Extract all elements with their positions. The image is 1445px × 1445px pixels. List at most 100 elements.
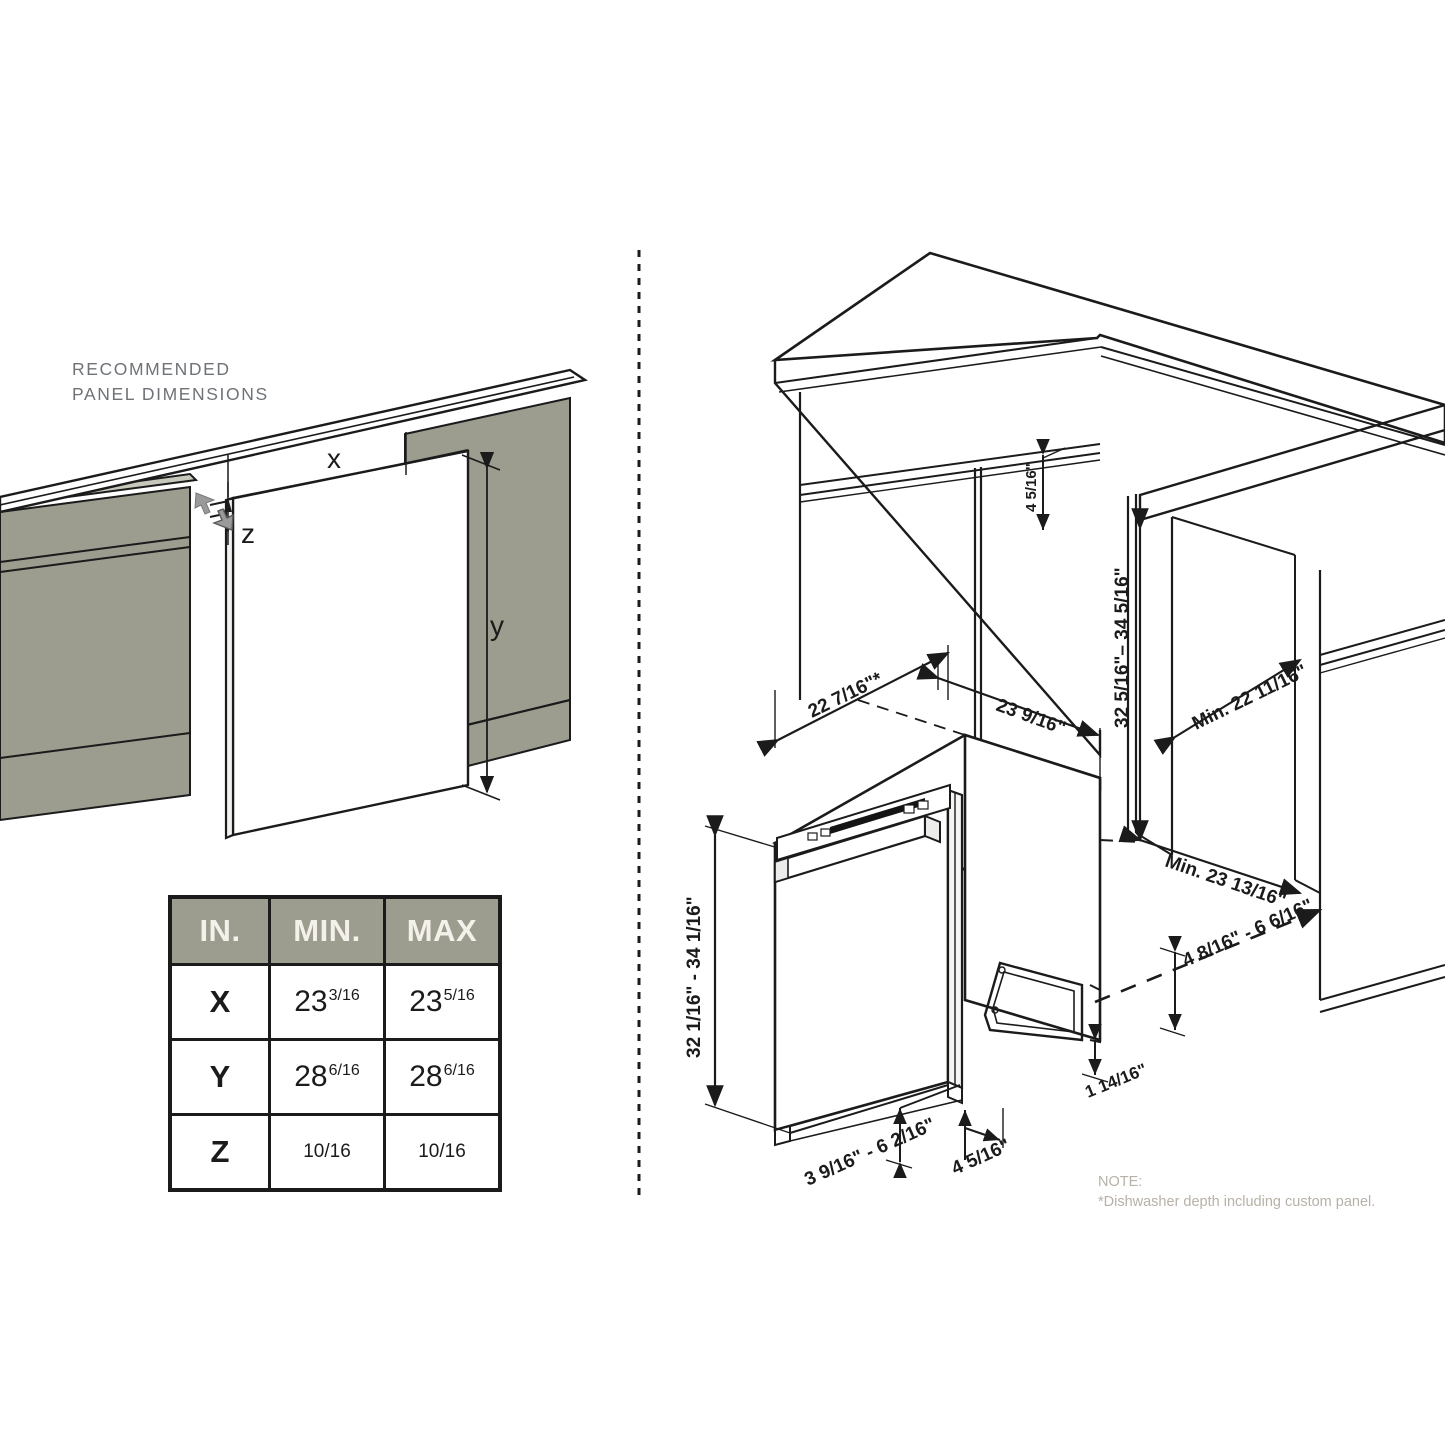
- dim-unit-height-ext-top: [704, 825, 779, 849]
- niche-cabinet-return: [1171, 516, 1296, 556]
- countertop-top-surface: [770, 251, 1445, 445]
- dishwasher-base-line: [789, 1084, 949, 1134]
- control-button-4[interactable]: [917, 800, 929, 810]
- cabinet-bank-right-rail-b: [1319, 629, 1445, 666]
- table-cell-y-min: 286/16: [268, 1038, 386, 1116]
- cabinet-left-rail-2: [0, 546, 191, 573]
- control-button-2[interactable]: [820, 828, 831, 837]
- table-cell-x-min: 233/16: [268, 963, 386, 1041]
- table-header-max: MAX: [383, 895, 502, 966]
- cabinet-bank-right-toe-b: [1319, 976, 1445, 1013]
- label-min-clearance-depth: Min. 23 13/16": [1162, 851, 1288, 912]
- door-handle-left-cap: [774, 856, 789, 884]
- countertop-slab-left: [0, 368, 588, 514]
- table-cell-key-z: Z: [168, 1113, 271, 1192]
- cabinet-left-toe: [0, 732, 191, 759]
- left-panel-illustration: [0, 368, 588, 840]
- table-cell-x-max: 235/16: [383, 963, 502, 1041]
- panel-label-z: z: [241, 518, 255, 549]
- panel-letter-labels: x z y: [241, 443, 504, 641]
- y-max-whole: 28: [409, 1060, 443, 1093]
- service-panel-screw-bottom: [991, 1006, 999, 1014]
- countertop-lip: [774, 337, 1098, 384]
- table-row: X 233/16 235/16: [168, 963, 502, 1041]
- custom-panel-thickness: [224, 496, 235, 840]
- table-header-row: IN. MIN. MAX: [168, 895, 502, 966]
- y-max-frac: 6/16: [443, 1062, 475, 1079]
- label-rear-offset-range: 4 8/16" - 6 6/16": [1179, 895, 1316, 971]
- dishwasher-right-side: [963, 733, 1102, 1042]
- cabinet-bank-right-toe: [1319, 964, 1445, 1001]
- service-panel-outline: [983, 961, 1084, 1042]
- panel-label-y: y: [490, 610, 504, 641]
- panel-dimensions-table: IN. MIN. MAX X 233/16 235/16 Y 286/16 28…: [168, 895, 502, 1192]
- cabinet-left-face: [0, 485, 191, 822]
- label-toe-height: 1 14/16": [1082, 1060, 1149, 1102]
- dim-front-offset-diag: [899, 1084, 961, 1109]
- service-panel-inner: [992, 971, 1075, 1033]
- label-unit-height: 32 1/16" - 34 1/16": [684, 896, 705, 1058]
- x-min-whole: 23: [294, 985, 328, 1018]
- cabinet-bank-right-rail: [1319, 619, 1445, 656]
- countertop-right-lip: [1100, 346, 1445, 446]
- table-row: Z 10/16 10/16: [168, 1113, 502, 1192]
- countertop-edge-line: [0, 376, 575, 506]
- cabinet-drawer-rail-1b: [799, 452, 1101, 496]
- dim-unit-height-ext-bot: [704, 1103, 791, 1134]
- dim-y-ext-top: [461, 454, 501, 471]
- dim-z-arrow-up: [224, 498, 232, 512]
- custom-panel-face: [231, 449, 470, 837]
- cabinet-drawer-rail-1c: [799, 459, 1101, 503]
- table-cell-key-y: Y: [168, 1038, 271, 1116]
- x-max-frac: 5/16: [443, 987, 475, 1004]
- label-width-top: 23 9/16": [993, 695, 1068, 739]
- control-panel-display: [830, 798, 925, 834]
- control-button-3[interactable]: [903, 804, 915, 814]
- door-handle-end-cap: [924, 814, 941, 844]
- cabinet-bank-right-corner: [1294, 879, 1321, 894]
- control-button-1[interactable]: [807, 832, 818, 841]
- panel-label-x: x: [327, 443, 341, 474]
- service-panel-screw-top: [998, 966, 1006, 974]
- table-cell-key-x: X: [168, 963, 271, 1041]
- label-depth-with-panel: 22 7/16"*: [805, 668, 886, 722]
- y-min-whole: 28: [294, 1060, 328, 1093]
- table-cell-z-min: 10/16: [268, 1113, 386, 1192]
- dishwasher-base-line-2: [789, 1099, 963, 1142]
- x-min-frac: 3/16: [328, 987, 360, 1004]
- dim-rear-offset-tick-bot: [1159, 1027, 1186, 1037]
- table-header-unit: IN.: [168, 895, 271, 966]
- dim-toe-tick: [1081, 1073, 1109, 1083]
- label-min-opening-depth: Min. 22 11/16": [1189, 661, 1311, 735]
- cabinet-left-rail: [0, 536, 191, 563]
- right-installation-illustration: [704, 251, 1445, 1178]
- cabinet-drawer-rail-1: [799, 443, 1101, 486]
- table-cell-y-max: 286/16: [383, 1038, 502, 1116]
- countertop-right-lip-2: [1100, 355, 1445, 456]
- dim-rear-offset-dashed: [1094, 908, 1323, 1004]
- dim-min-clearance-dashed: [1099, 839, 1141, 843]
- countertop-right-run: [1138, 403, 1445, 522]
- custom-panel-top-edge: [225, 450, 469, 501]
- label-front-offset-range: 3 9/16" - 6 2/16": [801, 1114, 938, 1190]
- y-min-frac: 6/16: [328, 1062, 360, 1079]
- arrow-cursor-icon-2: [212, 508, 234, 531]
- dim-base-depth-arrow: [964, 1127, 1001, 1142]
- dim-depth-leader: [857, 699, 966, 736]
- arrow-cursor-icon: [194, 492, 216, 515]
- dim-min-depth-line: [1153, 658, 1302, 755]
- table-header-min: MIN.: [268, 895, 386, 966]
- dim-y-ext-bottom: [461, 784, 501, 801]
- label-drawer-gap: 4 5/16": [1023, 463, 1040, 512]
- dim-min-clearance-line: [1118, 825, 1303, 896]
- label-opening-height: 32 5/16"– 34 5/16": [1112, 567, 1133, 728]
- label-base-depth: 4 5/16": [948, 1135, 1013, 1179]
- dim-rear-offset-tick-top: [1159, 947, 1186, 957]
- footnote: NOTE: *Dishwasher depth including custom…: [1098, 1174, 1376, 1210]
- countertop-lip-2: [778, 346, 1102, 393]
- cabinet-bank-right-rail-c: [1319, 637, 1445, 674]
- table-row: Y 286/16 286/16: [168, 1038, 502, 1116]
- dim-drawer-gap-leader: [1042, 447, 1066, 459]
